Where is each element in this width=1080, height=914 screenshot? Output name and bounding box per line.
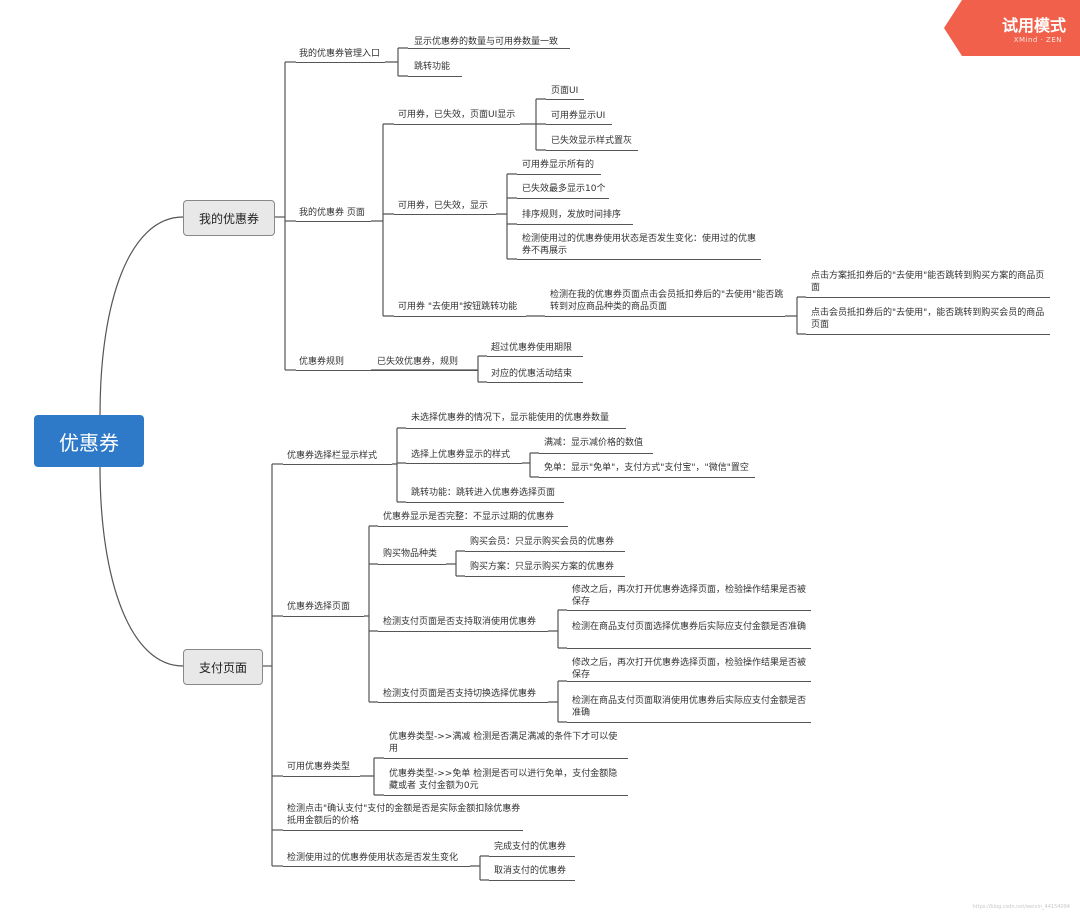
- underline: [517, 259, 761, 260]
- underline: [546, 150, 638, 151]
- topic-cancel-saved[interactable]: 修改之后，再次打开优惠券选择页面，检验操作结果是否被保存: [572, 585, 807, 607]
- underline: [378, 702, 548, 703]
- underline: [384, 758, 628, 759]
- topic-goto-member[interactable]: 点击会员抵扣券后的"去使用"，能否跳转到购买会员的商品页面: [811, 308, 1045, 330]
- badge-title: 试用模式: [1001, 16, 1066, 35]
- topic-rules-ended[interactable]: 对应的优惠活动结束: [491, 369, 573, 379]
- underline: [489, 856, 575, 857]
- topic-goto-plan[interactable]: 点击方案抵扣券后的"去使用"能否跳转到购买方案的商品页面: [811, 271, 1045, 293]
- topic-select-page[interactable]: 优惠券选择页面: [287, 602, 351, 612]
- watermark: https://blog.csdn.net/weixin_44154094: [972, 904, 1070, 910]
- underline: [546, 124, 612, 125]
- topic-types-discount[interactable]: 优惠券类型->>满减 检测是否满足满减的条件下才可以使用: [389, 732, 618, 754]
- topic-goto-check[interactable]: 检测在我的优惠券页面点击会员抵扣券后的"去使用"能否跳转到对应商品种类的商品页面: [550, 290, 784, 312]
- underline: [384, 795, 628, 796]
- underline: [394, 124, 520, 125]
- trial-mode-badge[interactable]: 试用模式 XMind · ZEN: [944, 0, 1080, 56]
- underline: [567, 610, 811, 611]
- underline: [806, 334, 1050, 335]
- badge-shape: [944, 0, 1080, 56]
- topic-cancel-amount[interactable]: 检测在商品支付页面选择优惠券后实际应支付金额是否准确: [572, 622, 807, 632]
- underline: [567, 648, 811, 649]
- topic-select-switch[interactable]: 检测支付页面是否支持切换选择优惠券: [383, 689, 537, 699]
- underline: [283, 464, 392, 465]
- topic-goto[interactable]: 可用券 "去使用"按钮跳转功能: [398, 302, 518, 312]
- underline: [487, 382, 583, 383]
- underline: [545, 316, 785, 317]
- underline: [517, 198, 609, 199]
- topic-ui-gray[interactable]: 已失效显示样式置灰: [551, 136, 633, 146]
- topic-entry-count[interactable]: 显示优惠券的数量与可用券数量一致: [414, 37, 559, 47]
- topic-select-cancel[interactable]: 检测支付页面是否支持取消使用优惠券: [383, 617, 537, 627]
- topic-select-complete[interactable]: 优惠券显示是否完整：不显示过期的优惠券: [383, 512, 555, 522]
- underline: [296, 221, 371, 222]
- underline: [406, 463, 522, 464]
- underline: [378, 631, 548, 632]
- topic-select-plan[interactable]: 购买方案：只显示购买方案的优惠券: [470, 562, 615, 572]
- topic-ui-valid[interactable]: 可用券显示UI: [551, 111, 606, 121]
- topic-bar[interactable]: 优惠券选择栏显示样式: [287, 451, 378, 461]
- topic-display[interactable]: 可用券，已失效，显示: [398, 201, 489, 211]
- topic-entry[interactable]: 我的优惠券管理入口: [299, 49, 381, 59]
- topic-select-kinds[interactable]: 购买物品种类: [383, 549, 438, 559]
- topic-types[interactable]: 可用优惠券类型: [287, 762, 351, 772]
- topic-switch-amount[interactable]: 检测在商品支付页面取消使用优惠券后实际应支付金额是否准确: [572, 696, 807, 718]
- topic-rules-expired[interactable]: 已失效优惠券，规则: [377, 357, 459, 367]
- topic-rules[interactable]: 优惠券规则: [299, 357, 345, 367]
- topic-my-coupons[interactable]: 我的优惠券: [183, 200, 275, 236]
- underline: [406, 502, 564, 503]
- topic-ui-page[interactable]: 页面UI: [551, 86, 579, 96]
- underline: [378, 564, 446, 565]
- topic-bar-discount[interactable]: 满减：显示减价格的数值: [544, 438, 644, 448]
- underline: [539, 477, 755, 478]
- underline: [283, 866, 470, 867]
- underline: [465, 551, 625, 552]
- underline: [406, 428, 626, 429]
- topic-payment-page[interactable]: 支付页面: [183, 649, 263, 685]
- topic-bar-free[interactable]: 免单：显示"免单"，支付方式"支付宝"，"微信"置空: [544, 463, 749, 473]
- topic-ui[interactable]: 可用券，已失效，页面UI显示: [398, 110, 516, 120]
- topic-display-status[interactable]: 检测使用过的优惠券使用状态是否发生变化：使用过的优惠券不再展示: [522, 234, 757, 256]
- topic-confirm-pay[interactable]: 检测点击"确认支付"支付的金额是否是实际金额扣除优惠券抵用金额后的价格: [287, 804, 521, 826]
- topic-types-free[interactable]: 优惠券类型->>免单 检测是否可以进行免单，支付金额隐藏或者 支付金额为0元: [389, 769, 618, 791]
- topic-display-sort[interactable]: 排序规则，发放时间排序: [522, 210, 622, 220]
- underline: [465, 576, 625, 577]
- underline: [296, 370, 478, 371]
- underline: [567, 681, 811, 682]
- topic-status-cancel[interactable]: 取消支付的优惠券: [494, 866, 567, 876]
- topic-bar-unselected[interactable]: 未选择优惠券的情况下，显示能使用的优惠券数量: [411, 413, 610, 423]
- topic-page[interactable]: 我的优惠券 页面: [299, 208, 365, 218]
- underline: [378, 526, 568, 527]
- underline: [567, 722, 811, 723]
- topic-entry-jump[interactable]: 跳转功能: [414, 62, 451, 72]
- underline: [394, 214, 496, 215]
- underline: [283, 776, 360, 777]
- underline: [394, 316, 526, 317]
- topic-status-done[interactable]: 完成支付的优惠券: [494, 842, 567, 852]
- topic-select-member[interactable]: 购买会员：只显示购买会员的优惠券: [470, 537, 615, 547]
- topic-status[interactable]: 检测使用过的优惠券使用状态是否发生变化: [287, 853, 459, 863]
- underline: [806, 297, 1050, 298]
- underline: [517, 174, 601, 175]
- underline: [489, 880, 575, 881]
- underline: [408, 76, 462, 77]
- underline: [546, 99, 584, 100]
- underline: [517, 224, 633, 225]
- topic-bar-jump[interactable]: 跳转功能：跳转进入优惠券选择页面: [411, 488, 556, 498]
- topic-display-max[interactable]: 已失效最多显示10个: [522, 184, 606, 194]
- topic-display-all[interactable]: 可用券显示所有的: [522, 160, 595, 170]
- underline: [487, 356, 583, 357]
- root-topic[interactable]: 优惠券: [34, 415, 144, 467]
- topic-switch-saved[interactable]: 修改之后，再次打开优惠券选择页面，检验操作结果是否被保存: [572, 658, 807, 680]
- underline: [408, 48, 570, 49]
- badge-subtitle: XMind · ZEN: [1013, 36, 1062, 44]
- underline: [283, 616, 364, 617]
- underline: [283, 830, 523, 831]
- underline: [539, 453, 653, 454]
- underline: [296, 62, 385, 63]
- topic-rules-period[interactable]: 超过优惠券使用期限: [491, 343, 573, 353]
- topic-bar-selected[interactable]: 选择上优惠券显示的样式: [411, 450, 511, 460]
